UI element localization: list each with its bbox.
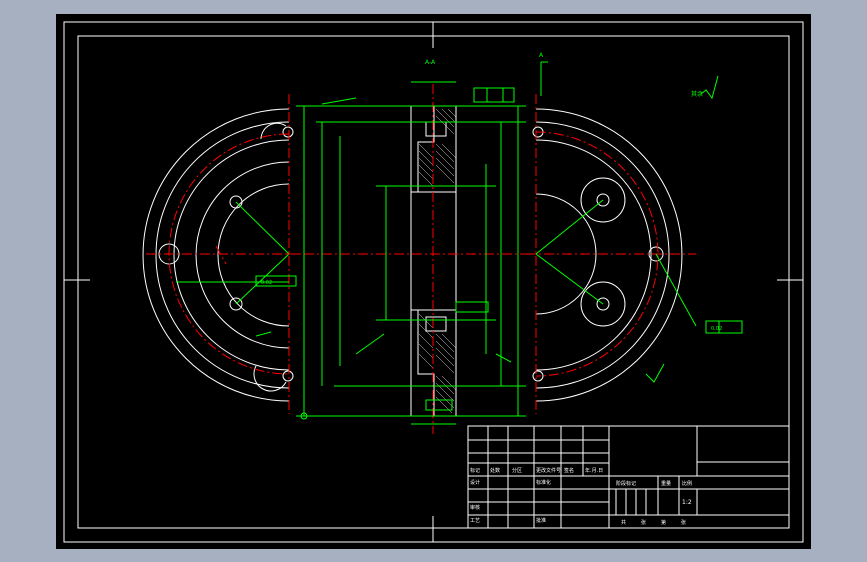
tolerance-right: 0.02 — [711, 326, 722, 332]
tb-col-count: 处数 — [490, 467, 500, 474]
tb-col-zone: 分区 — [512, 467, 522, 474]
tb-sheet-no: 第 — [661, 519, 666, 526]
tb-col-doc: 更改文件号 — [536, 467, 561, 474]
tb-standard: 标准化 — [536, 479, 551, 486]
tb-ratio: 比例 — [682, 480, 692, 487]
tb-review: 审核 — [470, 504, 480, 511]
section-label: A-A — [425, 59, 436, 66]
tb-scale: 1:2 — [682, 499, 692, 506]
tb-col-mark: 标记 — [470, 467, 480, 474]
tb-stage-mark: 阶段标记 — [616, 480, 636, 487]
tb-col-date: 年.月.日 — [585, 467, 603, 474]
section-view — [286, 81, 526, 434]
left-half-view — [142, 94, 301, 414]
tb-sheet-unit: 张 — [681, 519, 686, 526]
tolerance-left: 0.02 — [261, 280, 272, 286]
drawing-viewport[interactable]: A-A A 其余 0.02 0.02 标记 处数 分区 更改文件号 签名 年.月… — [56, 14, 811, 549]
tb-weight: 重量 — [661, 480, 671, 487]
centering-marks — [64, 22, 803, 542]
cad-drawing-canvas[interactable]: A-A A 其余 0.02 0.02 标记 处数 分区 更改文件号 签名 年.月… — [56, 14, 811, 549]
tb-sheets-total: 共 — [621, 519, 626, 526]
roughness-note: 其余 — [691, 90, 703, 98]
right-half-view — [526, 61, 743, 414]
tb-sheet: 张 — [641, 519, 646, 526]
tb-col-sign: 签名 — [564, 467, 574, 474]
view-label: A — [539, 52, 544, 59]
tb-design: 设计 — [470, 479, 480, 486]
tb-process: 工艺 — [470, 518, 480, 524]
tb-approve: 批准 — [536, 517, 546, 524]
title-block — [467, 425, 790, 529]
